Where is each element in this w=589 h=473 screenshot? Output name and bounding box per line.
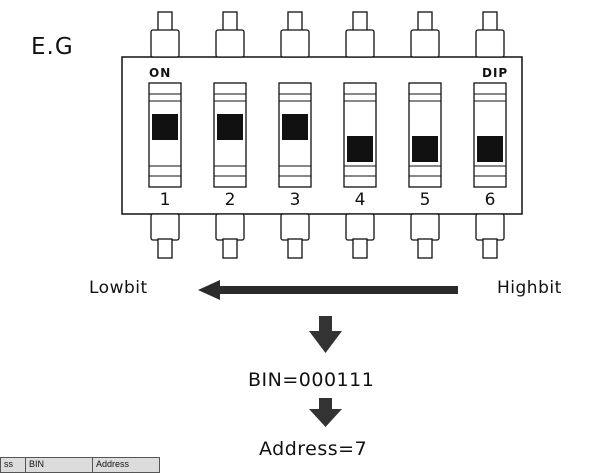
switch-knob-3 [282,114,308,140]
dip-label: DIP [482,66,509,80]
switch-number-4: 4 [354,190,366,210]
switch-slider-2 [213,82,247,188]
binary-value: BIN=000111 [248,369,375,391]
switch-knob-2 [217,114,243,140]
address-value: Address=7 [259,438,368,460]
pin-bottom-4 [345,213,375,259]
switch-knob-5 [412,136,438,162]
switch-number-6: 6 [484,190,496,210]
down-arrow-2 [309,398,342,427]
table-header-cell: ss [0,457,26,473]
pin-top-2 [215,11,245,58]
switch-number-5: 5 [419,190,431,210]
down-arrow-1 [309,316,342,353]
switch-knob-4 [347,136,373,162]
switch-sliders [148,82,507,188]
pin-bottom-1 [150,213,180,259]
example-label: E.G [31,34,74,60]
switch-slider-4 [343,82,377,188]
table-header-cell: BIN [25,457,93,473]
switch-slider-3 [278,82,312,188]
direction-arrow-left [198,280,458,300]
switch-slider-1 [148,82,182,188]
pin-top-6 [475,11,505,58]
switch-number-3: 3 [289,190,301,210]
pin-bottom-3 [280,213,310,259]
switch-slider-6 [473,82,507,188]
pin-top-1 [150,11,180,58]
on-label: ON [149,66,172,80]
highbit-label: Highbit [497,278,562,298]
address-table-fragment: ss BIN Address [0,457,160,473]
lowbit-label: Lowbit [89,278,148,298]
pin-top-5 [410,11,440,58]
switch-number-1: 1 [159,190,171,210]
switch-number-2: 2 [224,190,236,210]
table-header-cell: Address [92,457,160,473]
dip-switch-body [121,56,523,215]
pin-top-4 [345,11,375,58]
switch-knob-6 [477,136,503,162]
switch-slider-5 [408,82,442,188]
pin-bottom-6 [475,213,505,259]
pin-bottom-5 [410,213,440,259]
bottom-pins [150,213,505,259]
pin-bottom-2 [215,213,245,259]
top-pins [150,11,505,58]
pin-top-3 [280,11,310,58]
switch-knob-1 [152,114,178,140]
